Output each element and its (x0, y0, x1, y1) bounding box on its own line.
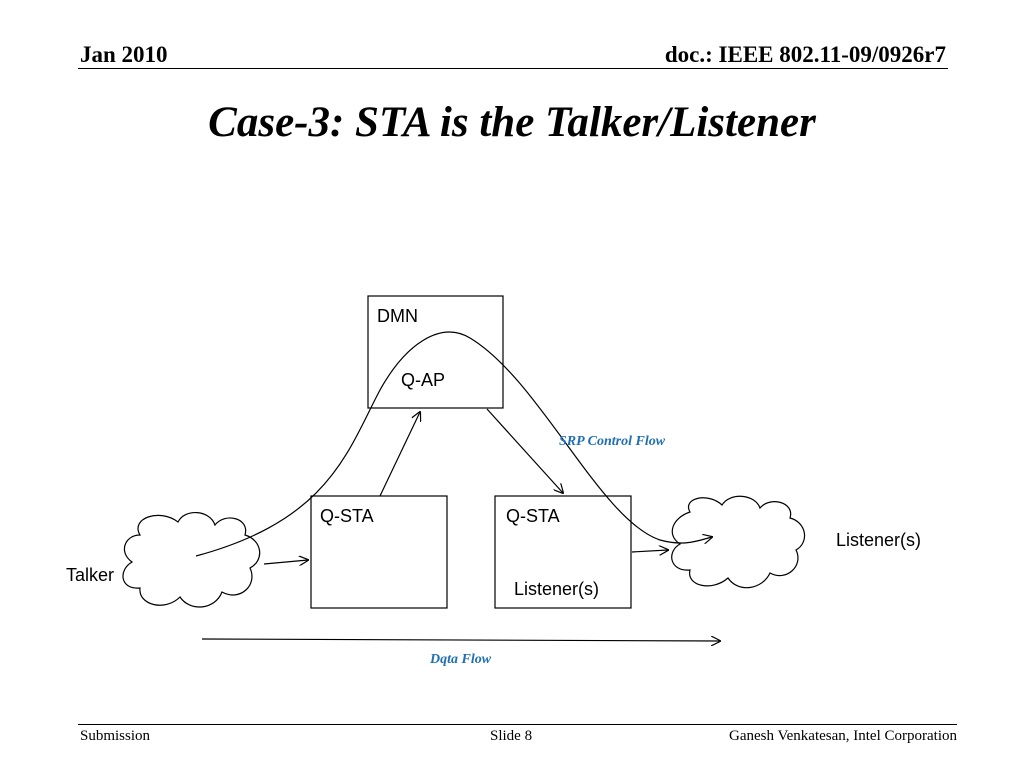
footer-divider (78, 724, 957, 725)
footer-author: Ganesh Venkatesan, Intel Corporation (729, 728, 957, 744)
header-doc-id: doc.: IEEE 802.11-09/0926r7 (664, 42, 946, 67)
arrow-talker-to-qsta (263, 560, 308, 564)
footer-slide-number: Slide 8 (490, 728, 533, 744)
header-date: Jan 2010 (80, 42, 168, 67)
arrow-qsta-to-qap (379, 412, 420, 497)
srp-flow-label: SRP Control Flow (559, 434, 666, 449)
qap-label: Q-AP (401, 370, 445, 390)
listener-cloud (671, 495, 806, 589)
dmn-box (367, 295, 504, 409)
data-flow-label: Dqta Flow (429, 652, 492, 667)
srp-control-flow-curve (195, 331, 712, 557)
talker-cloud (122, 512, 261, 608)
qsta-right-label: Q-STA (506, 506, 560, 526)
arrow-qsta-to-listener (631, 550, 668, 552)
arrow-qap-to-qsta (486, 408, 563, 493)
qsta-right-box (494, 495, 632, 609)
footer-submission: Submission (80, 728, 151, 744)
dmn-label: DMN (377, 306, 418, 326)
data-flow-arrow (201, 639, 720, 641)
listener-cloud-label: Listener(s) (836, 530, 921, 550)
qsta-right-sublabel: Listener(s) (514, 579, 599, 599)
talker-label: Talker (66, 565, 114, 585)
slide-title: Case-3: STA is the Talker/Listener (208, 99, 816, 146)
qsta-left-box (310, 495, 448, 609)
qsta-left-label: Q-STA (320, 506, 374, 526)
header-divider (78, 68, 948, 69)
